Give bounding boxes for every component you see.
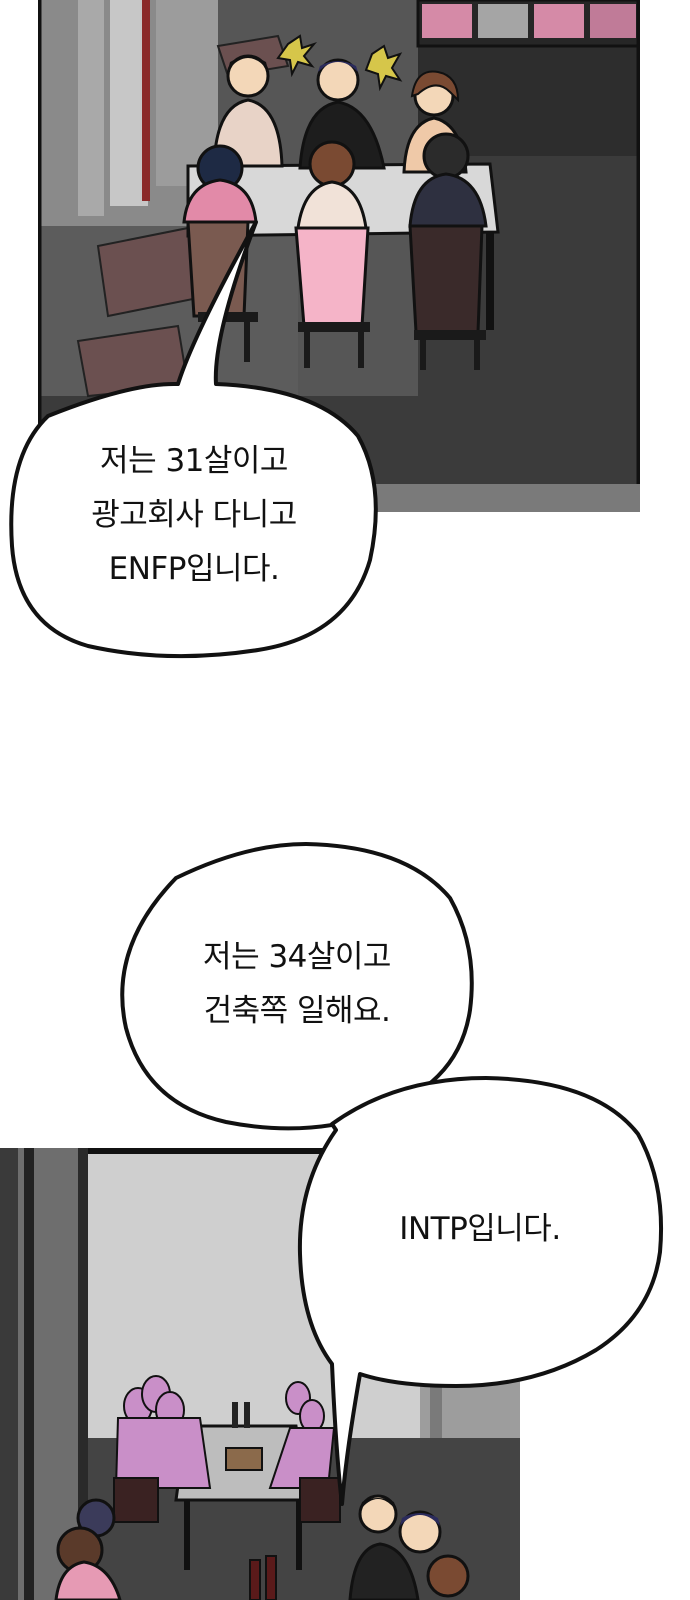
bubble-second-line-1: 저는 34살이고 (203, 939, 391, 975)
speech-bubble-third-text: INTP입니다. (296, 1202, 664, 1256)
speech-bubble-first-text: 저는 31살이고 광고회사 다니고 ENFP입니다. (8, 434, 380, 596)
speech-bubble-second-text: 저는 34살이고 건축쪽 일해요. (116, 930, 478, 1038)
top-panel-illustration (38, 0, 640, 512)
bubble-first-line-3: ENFP입니다. (108, 551, 280, 587)
speech-bubble-third: INTP입니다. (296, 1074, 664, 1506)
bubble-third-line-1: INTP입니다. (399, 1211, 561, 1247)
bubble-first-line-2: 광고회사 다니고 (91, 497, 297, 533)
speech-bubble-third-shape (297, 1076, 664, 1506)
speech-bubble-first: 저는 31살이고 광고회사 다니고 ENFP입니다. (8, 220, 380, 660)
speech-bubble-first-shape (9, 220, 378, 659)
bubble-second-line-2: 건축쪽 일해요. (203, 993, 391, 1029)
top-panel (38, 0, 640, 512)
bubble-first-line-1: 저는 31살이고 (100, 443, 288, 479)
